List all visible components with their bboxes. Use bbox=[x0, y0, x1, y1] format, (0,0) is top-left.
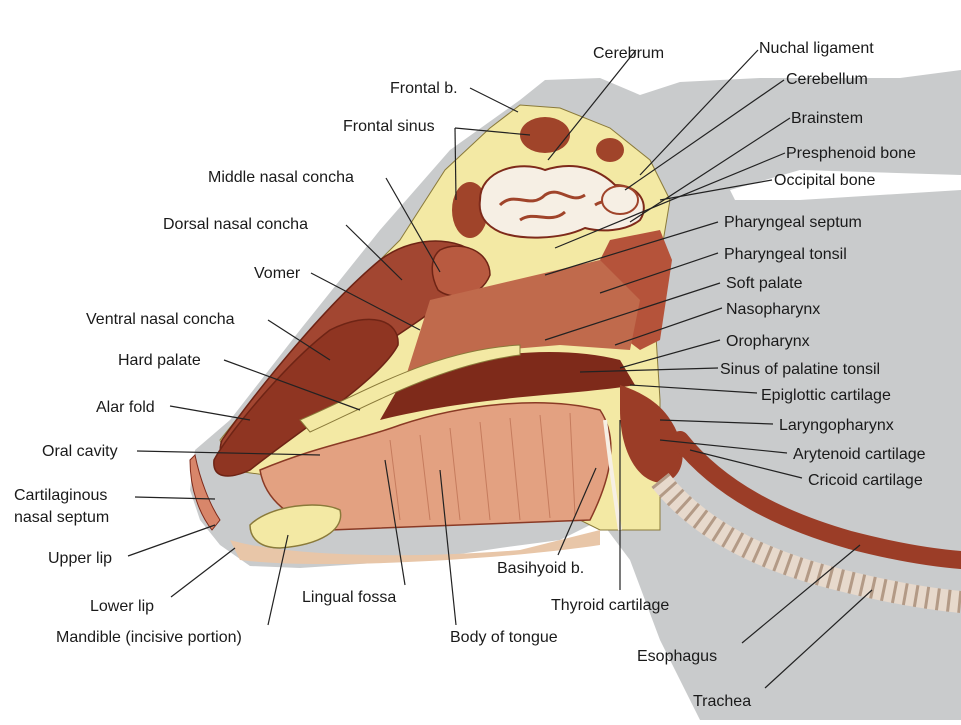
label-middle-nasal-concha: Middle nasal concha bbox=[208, 169, 354, 186]
upper-lip-shape bbox=[189, 453, 221, 531]
label-ventral-nasal-concha: Ventral nasal concha bbox=[86, 311, 235, 328]
label-basihyoid: Basihyoid b. bbox=[497, 560, 584, 577]
label-frontal-b: Frontal b. bbox=[390, 80, 458, 97]
label-vomer: Vomer bbox=[254, 265, 301, 282]
label-alar-fold: Alar fold bbox=[96, 399, 155, 416]
label-cerebrum: Cerebrum bbox=[593, 45, 664, 62]
label-frontal-sinus: Frontal sinus bbox=[343, 118, 435, 135]
label-sinus-palatine-tonsil: Sinus of palatine tonsil bbox=[720, 361, 880, 378]
label-brainstem: Brainstem bbox=[791, 110, 863, 127]
label-nuchal-ligament: Nuchal ligament bbox=[759, 40, 874, 57]
label-body-of-tongue: Body of tongue bbox=[450, 629, 558, 646]
label-oral-cavity: Oral cavity bbox=[42, 443, 118, 460]
label-presphenoid-bone: Presphenoid bone bbox=[786, 145, 916, 162]
label-cerebellum: Cerebellum bbox=[786, 71, 868, 88]
label-laryngopharynx: Laryngopharynx bbox=[779, 417, 894, 434]
frontal-sinus-cavity-2 bbox=[452, 182, 488, 238]
label-lingual-fossa: Lingual fossa bbox=[302, 589, 396, 606]
thyroid-cartilage-shape bbox=[603, 419, 622, 531]
label-cricoid-cartilage: Cricoid cartilage bbox=[808, 472, 923, 489]
neck-notch bbox=[730, 170, 961, 200]
ventral-concha-shape bbox=[213, 318, 399, 477]
label-trachea: Trachea bbox=[693, 693, 751, 710]
label-pharyngeal-tonsil: Pharyngeal tonsil bbox=[724, 246, 847, 263]
frontal-sinus-cavity-3 bbox=[596, 138, 624, 162]
label-esophagus: Esophagus bbox=[637, 648, 717, 665]
hard-palate-bone bbox=[299, 344, 521, 433]
label-cartilaginous-2: nasal septum bbox=[14, 509, 109, 526]
label-upper-lip: Upper lip bbox=[48, 550, 112, 567]
esophagus-tube bbox=[671, 431, 961, 569]
label-epiglottic-cartilage: Epiglottic cartilage bbox=[761, 387, 891, 404]
label-occipital-bone: Occipital bone bbox=[774, 172, 875, 189]
label-cartilaginous-1: Cartilaginous bbox=[14, 487, 107, 504]
label-arytenoid-cartilage: Arytenoid cartilage bbox=[793, 446, 926, 463]
trachea-tube bbox=[651, 473, 961, 613]
lower-jaw-tissue bbox=[230, 530, 600, 565]
tongue-fibers bbox=[389, 412, 576, 521]
label-hard-palate: Hard palate bbox=[118, 352, 201, 369]
label-lower-lip: Lower lip bbox=[90, 598, 154, 615]
label-oropharynx: Oropharynx bbox=[726, 333, 810, 350]
cerebellum-shape bbox=[601, 185, 639, 215]
label-dorsal-nasal-concha: Dorsal nasal concha bbox=[163, 216, 308, 233]
label-mandible: Mandible (incisive portion) bbox=[56, 629, 242, 646]
label-thyroid-cartilage: Thyroid cartilage bbox=[551, 597, 669, 614]
label-pharyngeal-septum: Pharyngeal septum bbox=[724, 214, 862, 231]
mandible-bone bbox=[249, 504, 342, 549]
label-soft-palate: Soft palate bbox=[726, 275, 803, 292]
label-nasopharynx: Nasopharynx bbox=[726, 301, 820, 318]
frontal-sinus-cavity bbox=[520, 117, 570, 153]
leader-lines bbox=[127, 49, 873, 689]
larynx bbox=[620, 385, 683, 483]
